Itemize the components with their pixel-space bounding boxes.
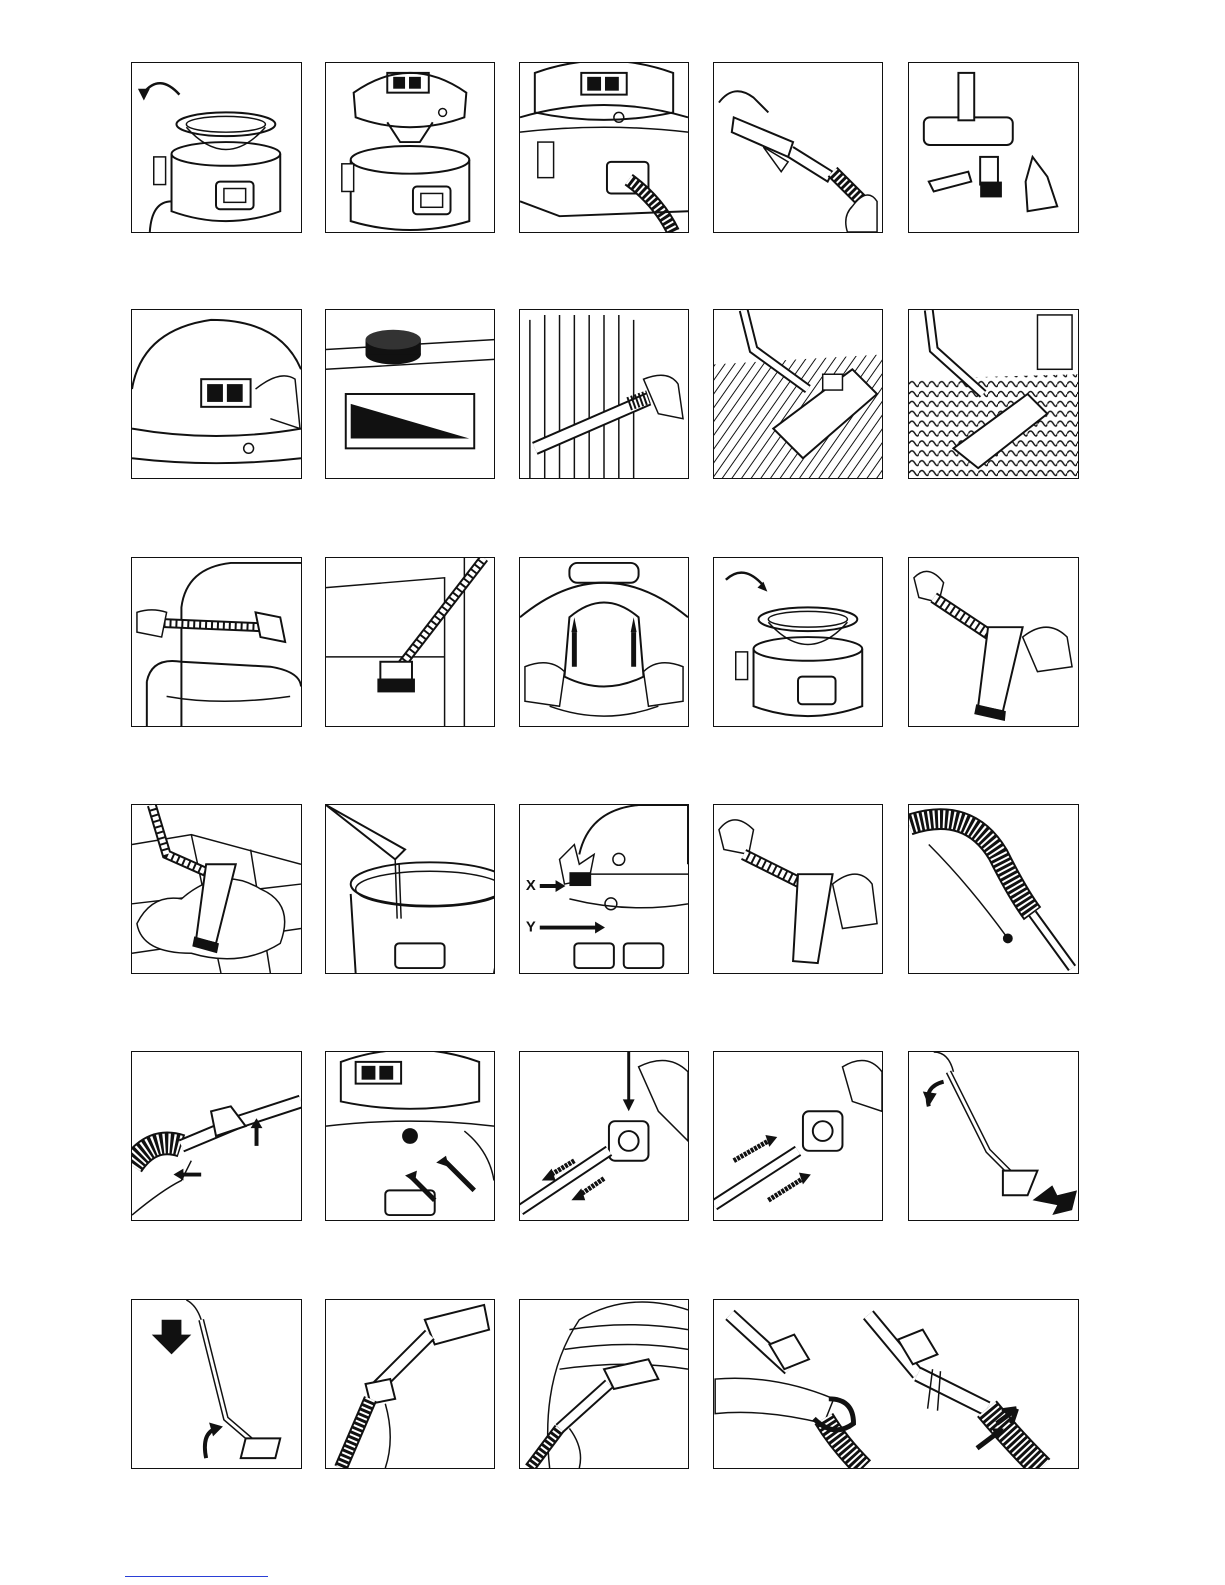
dust-bag-remove-icon bbox=[520, 558, 688, 726]
label-x: X bbox=[526, 878, 536, 894]
figure-14 bbox=[713, 557, 883, 727]
upholstery-spray-tool-icon bbox=[326, 1300, 494, 1468]
seat-cleaning-icon bbox=[520, 1300, 688, 1468]
shelf-brush-icon bbox=[326, 558, 494, 726]
pump-coupling-icon: X Y bbox=[520, 805, 688, 973]
figure-15 bbox=[908, 557, 1079, 727]
figure-27 bbox=[325, 1299, 495, 1469]
coupling-release-icon bbox=[520, 1052, 688, 1220]
wet-floor-pickup-icon bbox=[132, 805, 301, 973]
figure-11 bbox=[131, 557, 302, 727]
figure-21 bbox=[131, 1051, 302, 1221]
handle-tube-connect-icon bbox=[714, 63, 882, 232]
figure-13 bbox=[519, 557, 689, 727]
figure-18: X Y bbox=[519, 804, 689, 974]
figure-22 bbox=[325, 1051, 495, 1221]
figure-9 bbox=[713, 309, 883, 479]
figure-2 bbox=[325, 62, 495, 233]
figure-20 bbox=[908, 804, 1079, 974]
filter-cage-remove-icon bbox=[132, 63, 301, 232]
figure-28 bbox=[519, 1299, 689, 1469]
figure-6 bbox=[131, 309, 302, 479]
figure-8 bbox=[519, 309, 689, 479]
power-switch-icon bbox=[132, 310, 301, 478]
motor-head-lift-icon bbox=[326, 63, 494, 232]
footer-link-underline bbox=[125, 1576, 268, 1577]
figure-10 bbox=[908, 309, 1079, 479]
figure-1 bbox=[131, 62, 302, 233]
hose-connect-icon bbox=[520, 63, 688, 232]
coupling-insert-icon bbox=[714, 1052, 882, 1220]
pull-back-extract-icon bbox=[132, 1300, 301, 1468]
quick-coupling-attach-icon bbox=[326, 1052, 494, 1220]
disconnect-handle-icon bbox=[714, 1300, 1078, 1468]
spray-nozzle-icon bbox=[714, 805, 882, 973]
figure-24 bbox=[713, 1051, 883, 1221]
figure-12 bbox=[325, 557, 495, 727]
hard-floor-nozzle-icon bbox=[714, 310, 882, 478]
figure-26 bbox=[131, 1299, 302, 1469]
upholstery-cleaning-icon bbox=[132, 558, 301, 726]
power-control-knob-icon bbox=[326, 310, 494, 478]
figure-16 bbox=[131, 804, 302, 974]
carpet-nozzle-icon bbox=[909, 310, 1078, 478]
figure-19 bbox=[713, 804, 883, 974]
filter-cage-refit-icon bbox=[714, 558, 882, 726]
push-forward-spray-icon bbox=[909, 1052, 1078, 1220]
accessory-nozzles-icon bbox=[909, 63, 1078, 232]
figure-29 bbox=[713, 1299, 1079, 1469]
label-y: Y bbox=[526, 919, 536, 935]
radiator-cleaning-icon bbox=[520, 310, 688, 478]
figure-5 bbox=[908, 62, 1079, 233]
figure-7 bbox=[325, 309, 495, 479]
squeegee-nozzle-icon bbox=[909, 558, 1078, 726]
spray-hose-icon bbox=[909, 805, 1078, 973]
figure-17 bbox=[325, 804, 495, 974]
figure-3 bbox=[519, 62, 689, 233]
figure-25 bbox=[908, 1051, 1079, 1221]
fill-tank-icon bbox=[326, 805, 494, 973]
figure-4 bbox=[713, 62, 883, 233]
clip-spray-tube-icon bbox=[132, 1052, 301, 1220]
figure-23 bbox=[519, 1051, 689, 1221]
